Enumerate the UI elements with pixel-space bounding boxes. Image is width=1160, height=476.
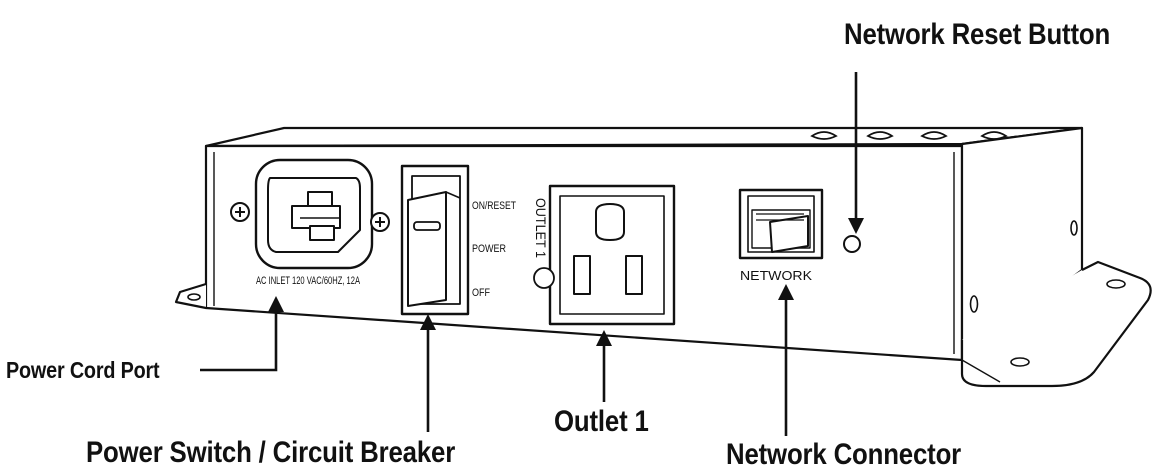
network-label: NETWORK: [740, 268, 812, 283]
top-vents: [810, 131, 1008, 140]
on-reset-label: ON/RESET: [472, 200, 516, 212]
inlet-screw-left: [230, 202, 250, 222]
ac-inlet: [254, 158, 374, 270]
network-port: [738, 188, 824, 260]
power-switch: [400, 164, 470, 316]
outlet-1-callout: Outlet 1: [554, 405, 649, 438]
network-reset-button-callout: Network Reset Button: [844, 18, 1111, 51]
power-cord-leader: [200, 296, 284, 372]
reset-button: [843, 235, 861, 253]
off-label: OFF: [472, 287, 490, 299]
inlet-screw-right: [370, 212, 390, 232]
outlet-label: OUTLET 1: [533, 198, 549, 258]
power-cord-port-callout: Power Cord Port: [6, 357, 160, 383]
power-switch-callout: Power Switch / Circuit Breaker: [86, 436, 456, 469]
outlet-1: [533, 184, 676, 326]
power-label: POWER: [472, 243, 506, 255]
callout-leaders: [200, 72, 864, 436]
network-connector-callout: Network Connector: [726, 438, 962, 471]
ac-inlet-label: AC INLET 120 VAC/60HZ, 12A: [256, 275, 360, 287]
